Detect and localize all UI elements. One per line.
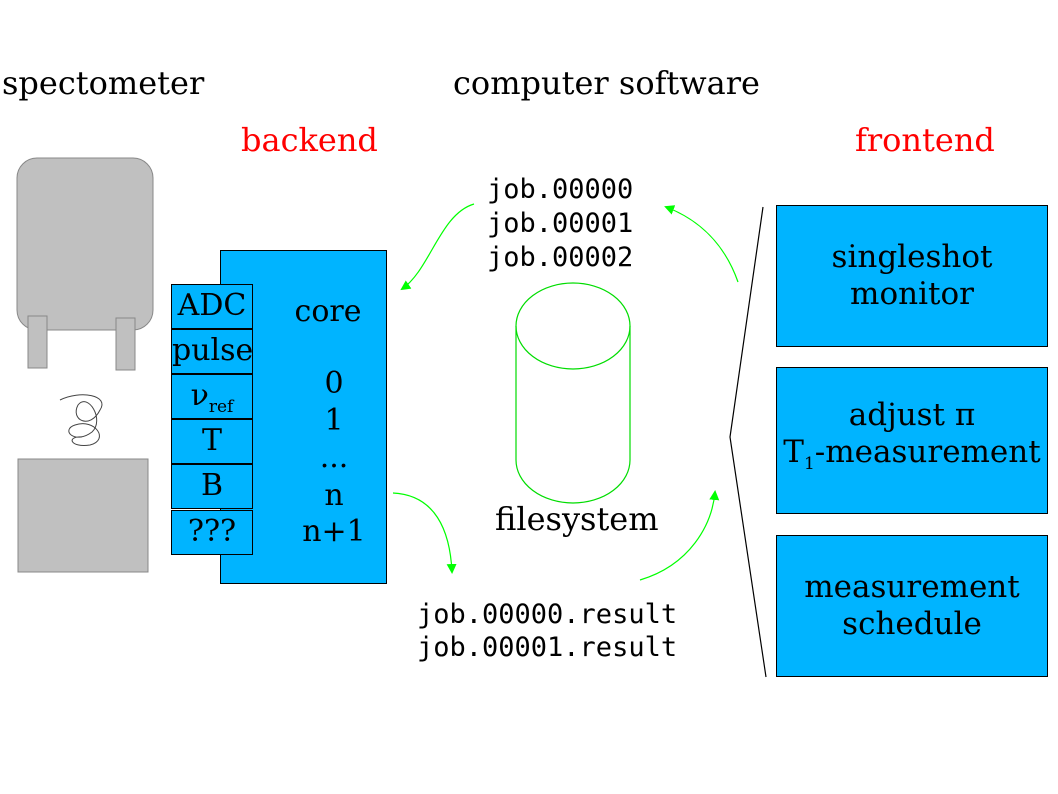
cable-scribble	[59, 394, 103, 446]
core-slot-ellipsis: ...	[319, 440, 349, 475]
heading-frontend: frontend	[855, 121, 995, 159]
frontend-adjust-pi-t1[interactable]: adjust π T1-measurement	[776, 367, 1048, 514]
module-nu-subscript: ref	[208, 397, 234, 417]
frontend-bracket	[729, 206, 767, 678]
module-adc: ADC	[171, 284, 253, 329]
job-file-00000: job.00000	[487, 174, 634, 205]
job-file-00001: job.00001	[487, 208, 634, 239]
module-pulse: pulse	[171, 329, 253, 374]
core-label: core	[294, 294, 362, 329]
module-nu-symbol: ν	[190, 378, 209, 413]
result-file-00001: job.00001.result	[417, 632, 678, 663]
frontend-measurement-schedule[interactable]: measurement schedule	[776, 535, 1048, 677]
t1-subscript: 1	[803, 454, 815, 475]
heading-spectrometer: spectometer	[2, 64, 205, 102]
adjust-line-2: T1-measurement	[783, 434, 1040, 483]
schedule-line-1: measurement	[804, 569, 1020, 605]
t1-suffix: -measurement	[814, 434, 1041, 471]
magnet-body	[16, 157, 154, 331]
arrow-results-to-frontend	[639, 490, 720, 581]
arrow-core-to-results	[392, 492, 457, 574]
heading-backend: backend	[241, 121, 378, 159]
singleshot-line-1: singleshot	[831, 239, 993, 275]
job-file-00002: job.00002	[487, 242, 634, 273]
module-field-b: B	[171, 464, 253, 509]
t1-letter: T	[783, 434, 804, 471]
core-slot-n-plus-1: n+1	[302, 514, 366, 549]
result-file-00000: job.00000.result	[417, 599, 678, 630]
module-unknown: ???	[171, 510, 253, 555]
core-slot-n: n	[324, 478, 344, 513]
adjust-line-1: adjust π	[848, 397, 976, 434]
filesystem-label: filesystem	[495, 500, 659, 538]
magnet-leg-left	[27, 315, 48, 369]
heading-computer-software: computer software	[453, 64, 760, 102]
module-nu-ref: νref	[171, 374, 253, 419]
arrow-jobs-to-core	[400, 203, 475, 291]
frontend-singleshot-monitor[interactable]: singleshot monitor	[776, 205, 1048, 347]
arrow-frontend-to-jobs	[664, 205, 739, 283]
magnet-leg-right	[115, 317, 136, 371]
core-slot-1: 1	[324, 403, 344, 438]
filesystem-cylinder	[515, 282, 631, 504]
module-temperature: T	[171, 419, 253, 464]
core-slot-0: 0	[324, 366, 344, 401]
console-box	[17, 458, 149, 573]
schedule-line-2: schedule	[842, 606, 982, 642]
singleshot-line-2: monitor	[850, 276, 974, 312]
